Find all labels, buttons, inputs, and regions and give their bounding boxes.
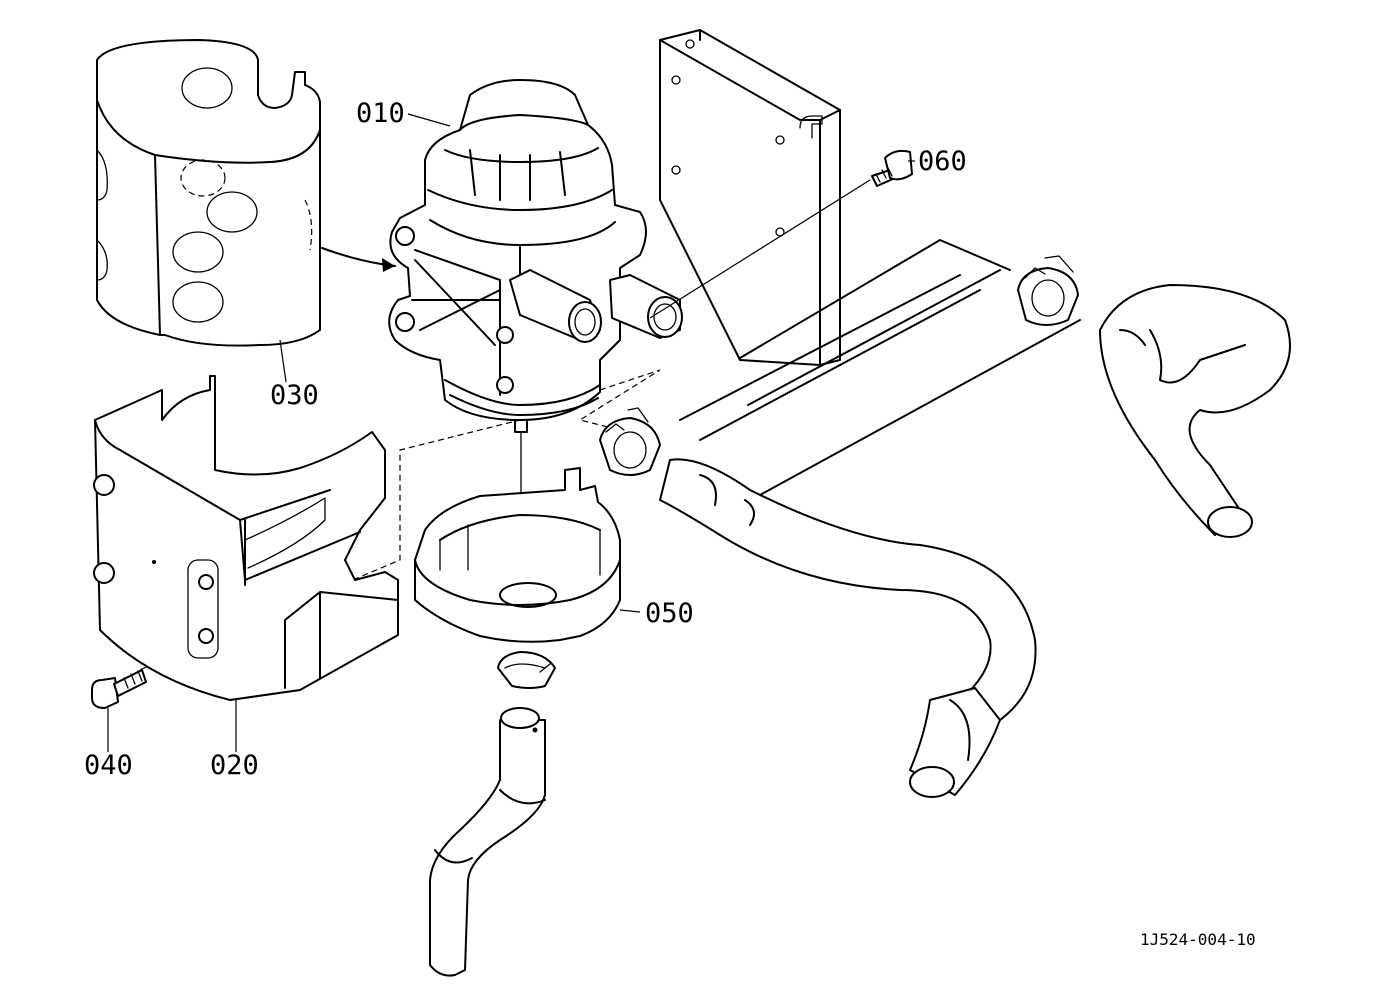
leader-060 [649,179,871,319]
part-040-bolt [91,669,147,709]
hose-lower [429,707,546,977]
part-060-bolt [871,149,913,187]
part-030-upper-shield [96,39,321,347]
callout-050[interactable]: 050 [645,598,694,629]
leader-050 [619,609,641,613]
hose-clamp-center [599,407,661,476]
part-020-lower-shield [93,375,399,701]
callout-030[interactable]: 030 [270,380,319,411]
leader-010 [407,113,451,127]
callout-060[interactable]: 060 [918,146,967,177]
bracket-plate [659,29,1081,496]
callout-010[interactable]: 010 [356,98,405,129]
leader-030 [279,339,287,383]
hose-clamp-right [1017,255,1079,326]
dash-010-hose [578,369,661,431]
part-050-base-cup [414,467,621,643]
hose-clamp-lower [497,651,556,689]
assembly-arrowhead [382,258,395,272]
hose-center [659,458,1037,798]
hose-right [1099,284,1291,538]
drawing-number: 1J524-004-10 [1140,930,1256,949]
part-010-air-pump [388,79,683,433]
callout-020[interactable]: 020 [210,750,259,781]
callout-040[interactable]: 040 [84,750,133,781]
